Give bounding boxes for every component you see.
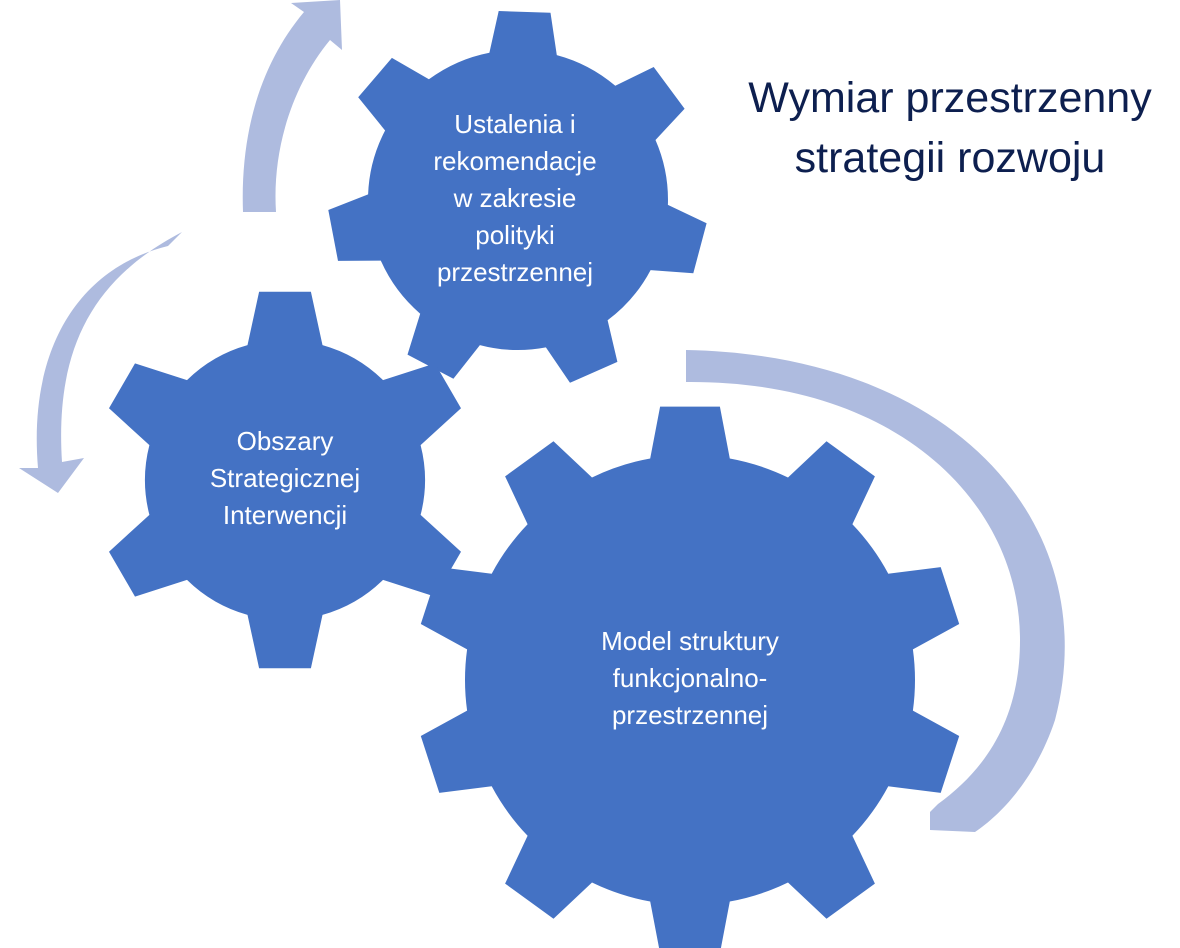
gear-label-line: w zakresie	[453, 183, 577, 213]
arrow-right-curved	[686, 350, 1065, 832]
gear-label-line: przestrzennej	[611, 700, 769, 730]
gear-functional-model	[420, 406, 960, 948]
title-line-2: strategii rozwoju	[794, 134, 1106, 182]
gears-layer	[109, 11, 960, 948]
arrow-top-curved	[242, 0, 342, 212]
gear-label-intervention-areas: Obszary Strategicznej Interwencji	[170, 423, 400, 534]
title-line-1: Wymiar przestrzenny	[748, 74, 1152, 122]
gear-label-line: przestrzennej	[436, 257, 594, 287]
gear-label-line: funkcjonalno-	[612, 663, 768, 693]
gear-label-line: polityki	[475, 220, 555, 250]
gear-label-line: Model struktury	[601, 626, 779, 656]
gear-label-line: Ustalenia i	[454, 109, 576, 139]
gear-label-line: Interwencji	[222, 500, 348, 530]
gear-label-line: rekomendacje	[433, 146, 597, 176]
gear-intervention-areas	[109, 291, 461, 669]
gear-label-line: Obszary	[236, 426, 334, 456]
diagram-title: Wymiar przestrzenny strategii rozwoju	[720, 68, 1180, 188]
gear-label-policy-recommendations: Ustalenia i rekomendacje w zakresie poli…	[400, 106, 630, 291]
arrow-left-curved	[19, 232, 182, 493]
gear-label-functional-model: Model struktury funkcjonalno- przestrzen…	[560, 623, 820, 734]
arrows-layer	[19, 0, 1065, 832]
gear-label-line: Strategicznej	[209, 463, 361, 493]
gear-policy-recommendations	[328, 11, 707, 383]
